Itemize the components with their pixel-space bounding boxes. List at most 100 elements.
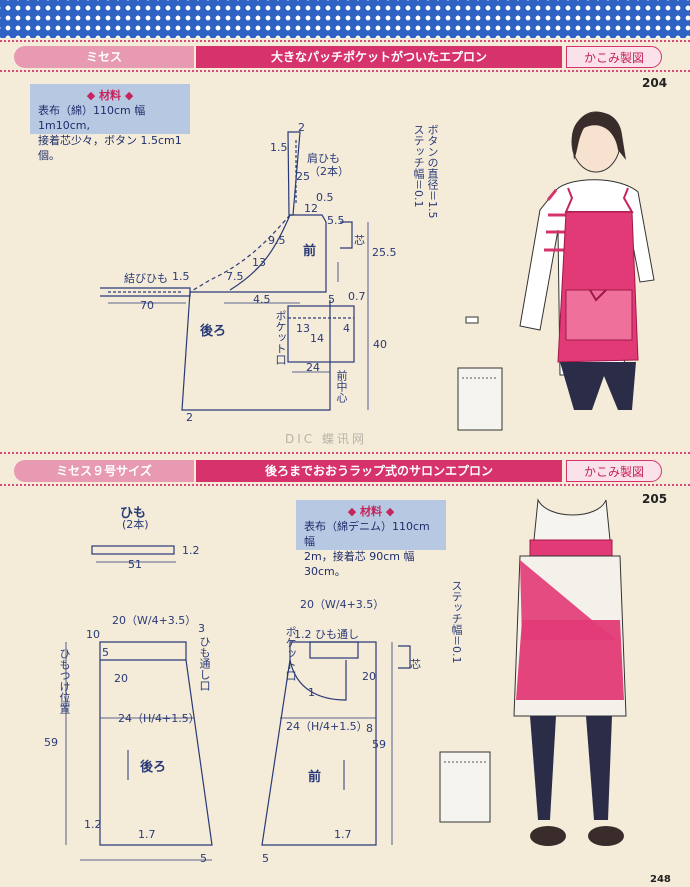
front-center-label: 前中心 (335, 370, 348, 403)
hip-formula-right: 24（H/4+1.5） (286, 720, 368, 733)
page-number-204: 204 (642, 76, 668, 90)
front-label: 前 (303, 244, 317, 259)
page-number-205: 205 (642, 492, 668, 506)
dim-label: 20 (362, 670, 376, 683)
bottom-divider (0, 452, 690, 454)
pocket-outline (287, 305, 355, 363)
dim-label: 25 (296, 170, 310, 183)
bottom-title-underline (0, 484, 690, 486)
dim-label: 9.5 (268, 234, 286, 247)
dim-label: 20 (114, 672, 128, 685)
footer-page-number: 248 (650, 874, 671, 885)
dotted-header-band (0, 0, 690, 38)
armhole-inner (229, 214, 291, 291)
dim-label: 5.5 (327, 214, 345, 227)
interfacing-label: 芯 (354, 234, 365, 247)
top-divider (0, 40, 690, 42)
bottom-size-label: ミセス９号サイズ (14, 460, 194, 482)
pocket-opening-label: ポケット口 (274, 310, 287, 365)
front-waistband (309, 641, 359, 659)
top-materials-box: ◆ 材料 ◆ 表布（綿）110cm 幅 1m10cm, 接着芯少々，ボタン 1.… (30, 84, 190, 162)
waist-formula-right: 20（W/4+3.5） (300, 598, 385, 611)
dim-label: 13 (296, 322, 310, 335)
bottom-title-bar: ミセス９号サイズ 後ろまでおおうラップ式のサロンエプロン かこみ製図 (14, 460, 662, 482)
shoulder-strap-count: （2本） (309, 165, 349, 178)
dim-label: 1.5 (270, 141, 288, 154)
button-diameter-note: ボタンの直径＝1.5 (426, 124, 439, 219)
watermark: DIC 蝶讯网 (285, 432, 367, 446)
dim-label: 0.5 (316, 191, 334, 204)
front-label-bottom: 前 (308, 770, 322, 785)
back-skirt-outline (99, 659, 213, 846)
stitch-width-note-bottom: ステッチ幅＝0.1 (450, 580, 463, 664)
dim-label: 8 (366, 722, 373, 735)
materials-line: 表布（綿）110cm 幅 1m10cm, (38, 104, 146, 132)
bottom-title: 後ろまでおおうラップ式のサロンエプロン (196, 460, 562, 482)
back-label: 後ろ (200, 324, 227, 339)
dim-label: 40 (373, 338, 387, 351)
dim-label: 5 (200, 852, 207, 865)
materials-line: 接着芯少々，ボタン 1.5cm1 個。 (38, 134, 182, 162)
interfacing-tab (340, 221, 353, 249)
armhole-curve (189, 214, 291, 293)
pocket-curve (289, 659, 347, 701)
dim-label: 3 (198, 622, 205, 635)
top-drawing-type: かこみ製図 (566, 46, 662, 68)
dim-label: 5 (262, 852, 269, 865)
dim-label: 5 (102, 646, 109, 659)
interfacing-tab-bottom (398, 645, 411, 669)
dim-label: 12 (304, 202, 318, 215)
dim-label: 70 (140, 299, 154, 312)
bottom-materials-box: ◆ 材料 ◆ 表布（綿デニム）110cm 幅 2m，接着芯 90cm 幅 30c… (296, 500, 446, 578)
front-bib-outline (190, 214, 327, 293)
skirt-outline (181, 291, 331, 411)
dim-label: 2 (186, 411, 193, 424)
pocket-opening-bottom: ポケット口 (284, 626, 297, 681)
dim-label: 0.7 (348, 290, 366, 303)
strap-loop-label: ひも通し口 (198, 636, 211, 691)
top-title-bar: ミセス 大きなパッチポケットがついたエプロン かこみ製図 (14, 46, 662, 68)
dim-label: 59 (44, 736, 58, 749)
bottom-drawing-type: かこみ製図 (566, 460, 662, 482)
top-title: 大きなパッチポケットがついたエプロン (196, 46, 562, 68)
dim-label: 4.5 (253, 293, 271, 306)
front-skirt-outline (261, 641, 377, 846)
interfacing-label-bottom: 芯 (410, 658, 421, 671)
hip-formula-left: 24（H/4+1.5） (118, 712, 200, 725)
dim-label: 1.2 (182, 544, 200, 557)
dim-label: 10 (86, 628, 100, 641)
strap-piece (91, 545, 175, 555)
dim-label: 24 (306, 361, 320, 374)
dim-label: 4 (343, 322, 350, 335)
stitch-width-note: ステッチ幅＝0.1 (412, 124, 425, 208)
strap-loop-right: 1.2 ひも通し (294, 628, 359, 641)
materials-line: 2m，接着芯 90cm 幅 30cm。 (304, 550, 415, 578)
dim-label: 1.2 (84, 818, 102, 831)
dim-label: 5 (328, 293, 335, 306)
dim-label: 51 (128, 558, 142, 571)
materials-line: 表布（綿デニム）110cm 幅 (304, 520, 430, 548)
back-label-bottom: 後ろ (140, 760, 167, 775)
dim-label: 59 (372, 738, 386, 751)
dim-label: 7.5 (226, 270, 244, 283)
shoulder-strap-label: 肩ひも (307, 152, 340, 165)
waist-formula-left: 20（W/4+3.5） (112, 614, 197, 627)
dim-label: 1.7 (334, 828, 352, 841)
strap-title: ひも (120, 506, 147, 521)
dim-label: 2 (298, 121, 305, 134)
strap-attach-label: ひもつけ位置 (58, 648, 71, 714)
dim-label: 14 (310, 332, 324, 345)
top-size-label: ミセス (14, 46, 194, 68)
dim-label: 13 (252, 256, 266, 269)
dim-label: 25.5 (372, 246, 397, 259)
top-title-underline (0, 70, 690, 72)
tie-strap-label: 結びひも (124, 272, 168, 285)
dim-label: 1.7 (138, 828, 156, 841)
materials-title: ◆ 材料 ◆ (86, 89, 134, 102)
dim-label: 1.5 (172, 270, 190, 283)
materials-title: ◆ 材料 ◆ (347, 505, 395, 518)
